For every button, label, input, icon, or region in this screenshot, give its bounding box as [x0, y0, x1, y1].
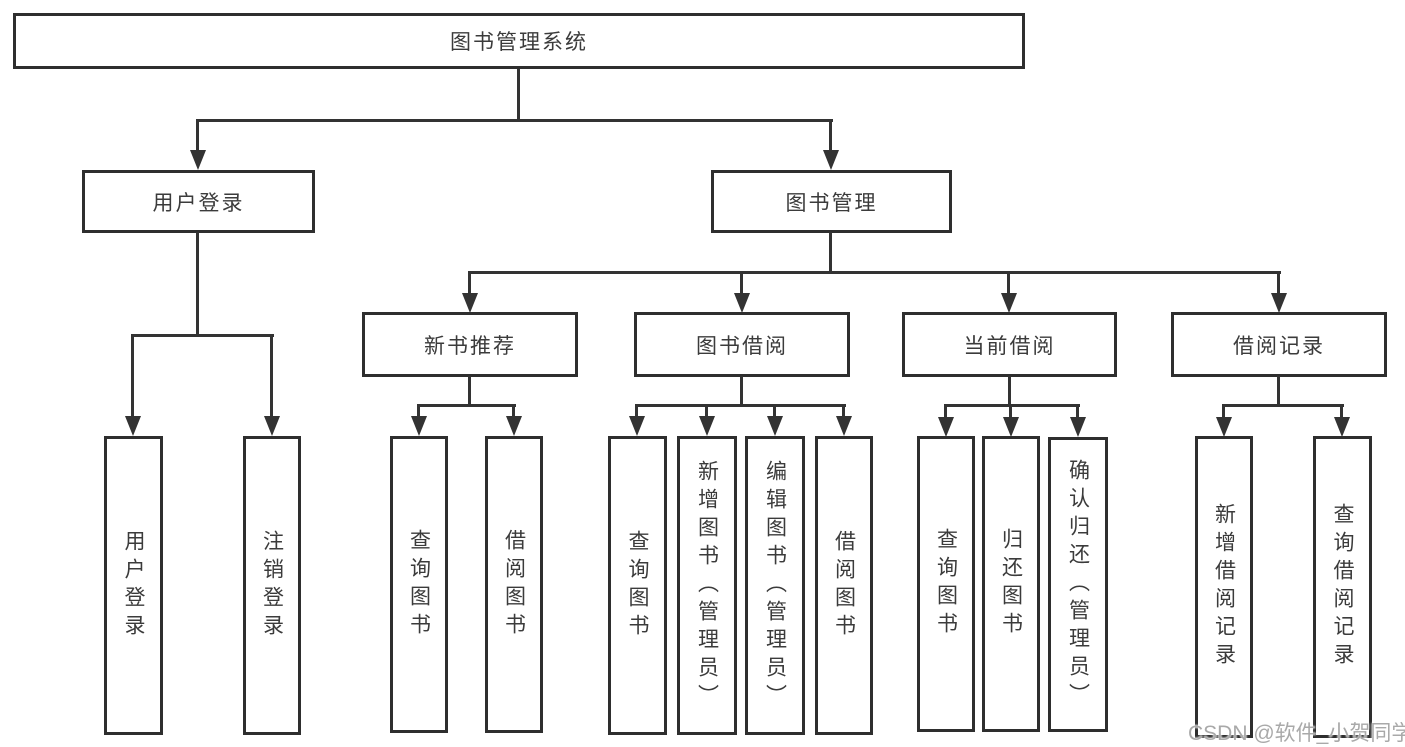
leaf-add-books-admin: 新增图书（管理员）	[677, 436, 737, 735]
connector-root-rail	[196, 119, 833, 122]
node-label: 查询图书	[934, 528, 958, 640]
arrow-down-icon	[1271, 271, 1287, 313]
leaf-borrow-query-books: 查询图书	[608, 436, 667, 735]
leaf-borrow-books: 借阅图书	[815, 436, 873, 735]
connector-borrow-records-rail	[1222, 404, 1344, 407]
connector-user-login-stem	[196, 232, 199, 336]
arrow-down-icon	[1216, 404, 1232, 437]
node-book-borrow: 图书借阅	[634, 312, 850, 377]
leaf-edit-books-admin: 编辑图书（管理员）	[745, 436, 805, 735]
arrow-down-icon	[1003, 404, 1019, 437]
node-current-borrow: 当前借阅	[902, 312, 1117, 377]
node-book-management: 图书管理	[711, 170, 952, 233]
arrow-down-icon	[823, 119, 839, 170]
leaf-user-login: 用户登录	[104, 436, 163, 735]
node-label: 图书借阅	[696, 334, 788, 358]
node-label: 归还图书	[999, 528, 1023, 640]
node-label: 图书管理系统	[450, 31, 588, 54]
arrow-down-icon	[699, 404, 715, 436]
node-new-book-recommend: 新书推荐	[362, 312, 578, 377]
node-label: 注销登录	[260, 529, 284, 642]
arrow-down-icon	[1070, 404, 1086, 437]
node-label: 用户登录	[122, 529, 145, 642]
connector-user-login-rail	[132, 334, 274, 337]
arrow-down-icon	[836, 404, 852, 436]
node-label: 借阅记录	[1233, 334, 1325, 358]
arrow-down-icon	[125, 334, 141, 436]
arrow-down-icon	[190, 119, 206, 170]
connector-book-management-rail	[468, 271, 1281, 274]
node-label: 借阅图书	[502, 528, 526, 641]
node-label: 查询图书	[407, 528, 431, 641]
arrow-down-icon	[938, 404, 954, 437]
connector-root-stem	[517, 69, 520, 121]
connector-book-borrow-rail	[635, 404, 846, 407]
arrow-down-icon	[734, 271, 750, 313]
leaf-add-borrow-record: 新增借阅记录	[1195, 436, 1253, 738]
node-label: 用户登录	[152, 191, 245, 215]
connector-new-book-rail	[417, 404, 516, 407]
arrow-down-icon	[767, 404, 783, 436]
connector-book-borrow-stem	[740, 376, 743, 406]
node-label: 确认归还（管理员）	[1066, 458, 1090, 711]
node-borrow-records: 借阅记录	[1171, 312, 1387, 377]
csdn-watermark: CSDN @软件_小贺同学	[1188, 722, 1405, 745]
node-label: 编辑图书（管理员）	[763, 459, 787, 712]
leaf-query-borrow-record: 查询借阅记录	[1313, 436, 1372, 738]
connector-book-management-stem	[829, 232, 832, 273]
node-label: 查询图书	[626, 529, 649, 642]
node-label: 新增借阅记录	[1212, 503, 1236, 671]
node-label: 图书管理	[785, 191, 878, 215]
node-label: 借阅图书	[832, 529, 856, 642]
node-label: 当前借阅	[963, 334, 1056, 358]
leaf-confirm-return-admin: 确认归还（管理员）	[1048, 437, 1108, 732]
node-label: 新增图书（管理员）	[695, 459, 719, 712]
node-label: 查询借阅记录	[1331, 503, 1354, 671]
arrow-down-icon	[264, 334, 280, 436]
connector-new-book-stem	[468, 376, 471, 406]
leaf-recommend-query-books: 查询图书	[390, 436, 448, 733]
arrow-down-icon	[506, 404, 522, 436]
arrow-down-icon	[411, 404, 427, 436]
connector-current-borrow-rail	[944, 404, 1080, 407]
connector-current-borrow-stem	[1008, 376, 1011, 406]
leaf-return-books: 归还图书	[982, 436, 1040, 732]
node-user-login: 用户登录	[82, 170, 315, 233]
arrow-down-icon	[1334, 404, 1350, 437]
arrow-down-icon	[1001, 271, 1017, 313]
leaf-recommend-borrow-books: 借阅图书	[485, 436, 543, 733]
arrow-down-icon	[629, 404, 645, 436]
node-label: 新书推荐	[424, 334, 516, 358]
node-book-management-system: 图书管理系统	[13, 13, 1025, 69]
leaf-logout: 注销登录	[243, 436, 301, 735]
arrow-down-icon	[462, 271, 478, 313]
connector-borrow-records-stem	[1277, 376, 1280, 406]
leaf-current-query-books: 查询图书	[917, 436, 975, 732]
